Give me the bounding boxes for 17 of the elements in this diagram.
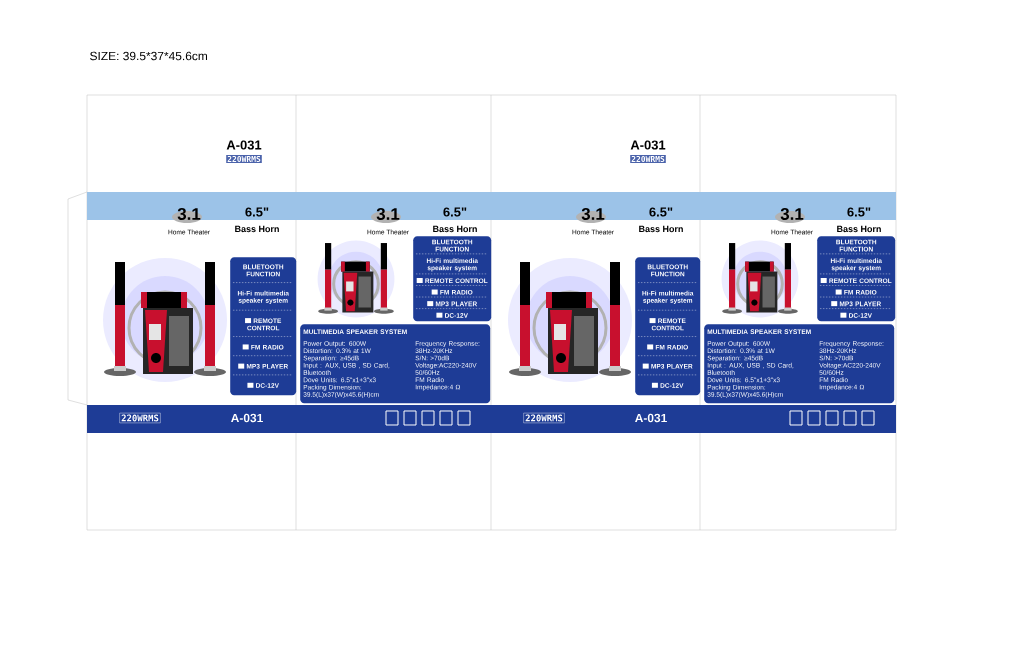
model-number: A-031: [630, 140, 666, 150]
power-rating-badge: 220WRMS: [119, 412, 161, 424]
channel-number: 3.1: [371, 208, 401, 223]
driver-size: 6.5": [649, 207, 673, 217]
channel-number: 3.1: [576, 208, 606, 223]
channel-number: 3.1: [775, 208, 805, 223]
channel-number: 3.1: [172, 208, 202, 223]
driver-size: 6.5": [245, 207, 269, 217]
driver-size: 6.5": [847, 207, 871, 217]
feature-heading: Bass Horn: [235, 225, 279, 233]
model-number: A-031: [635, 413, 667, 423]
model-number: A-031: [231, 413, 263, 423]
driver-size: 6.5": [443, 207, 467, 217]
power-rating-badge: 220WRMS: [523, 412, 565, 424]
feature-heading: Bass Horn: [639, 225, 683, 233]
model-number: A-031: [226, 140, 262, 150]
size-title: SIZE: 39.5*37*45.6cm: [90, 51, 207, 61]
